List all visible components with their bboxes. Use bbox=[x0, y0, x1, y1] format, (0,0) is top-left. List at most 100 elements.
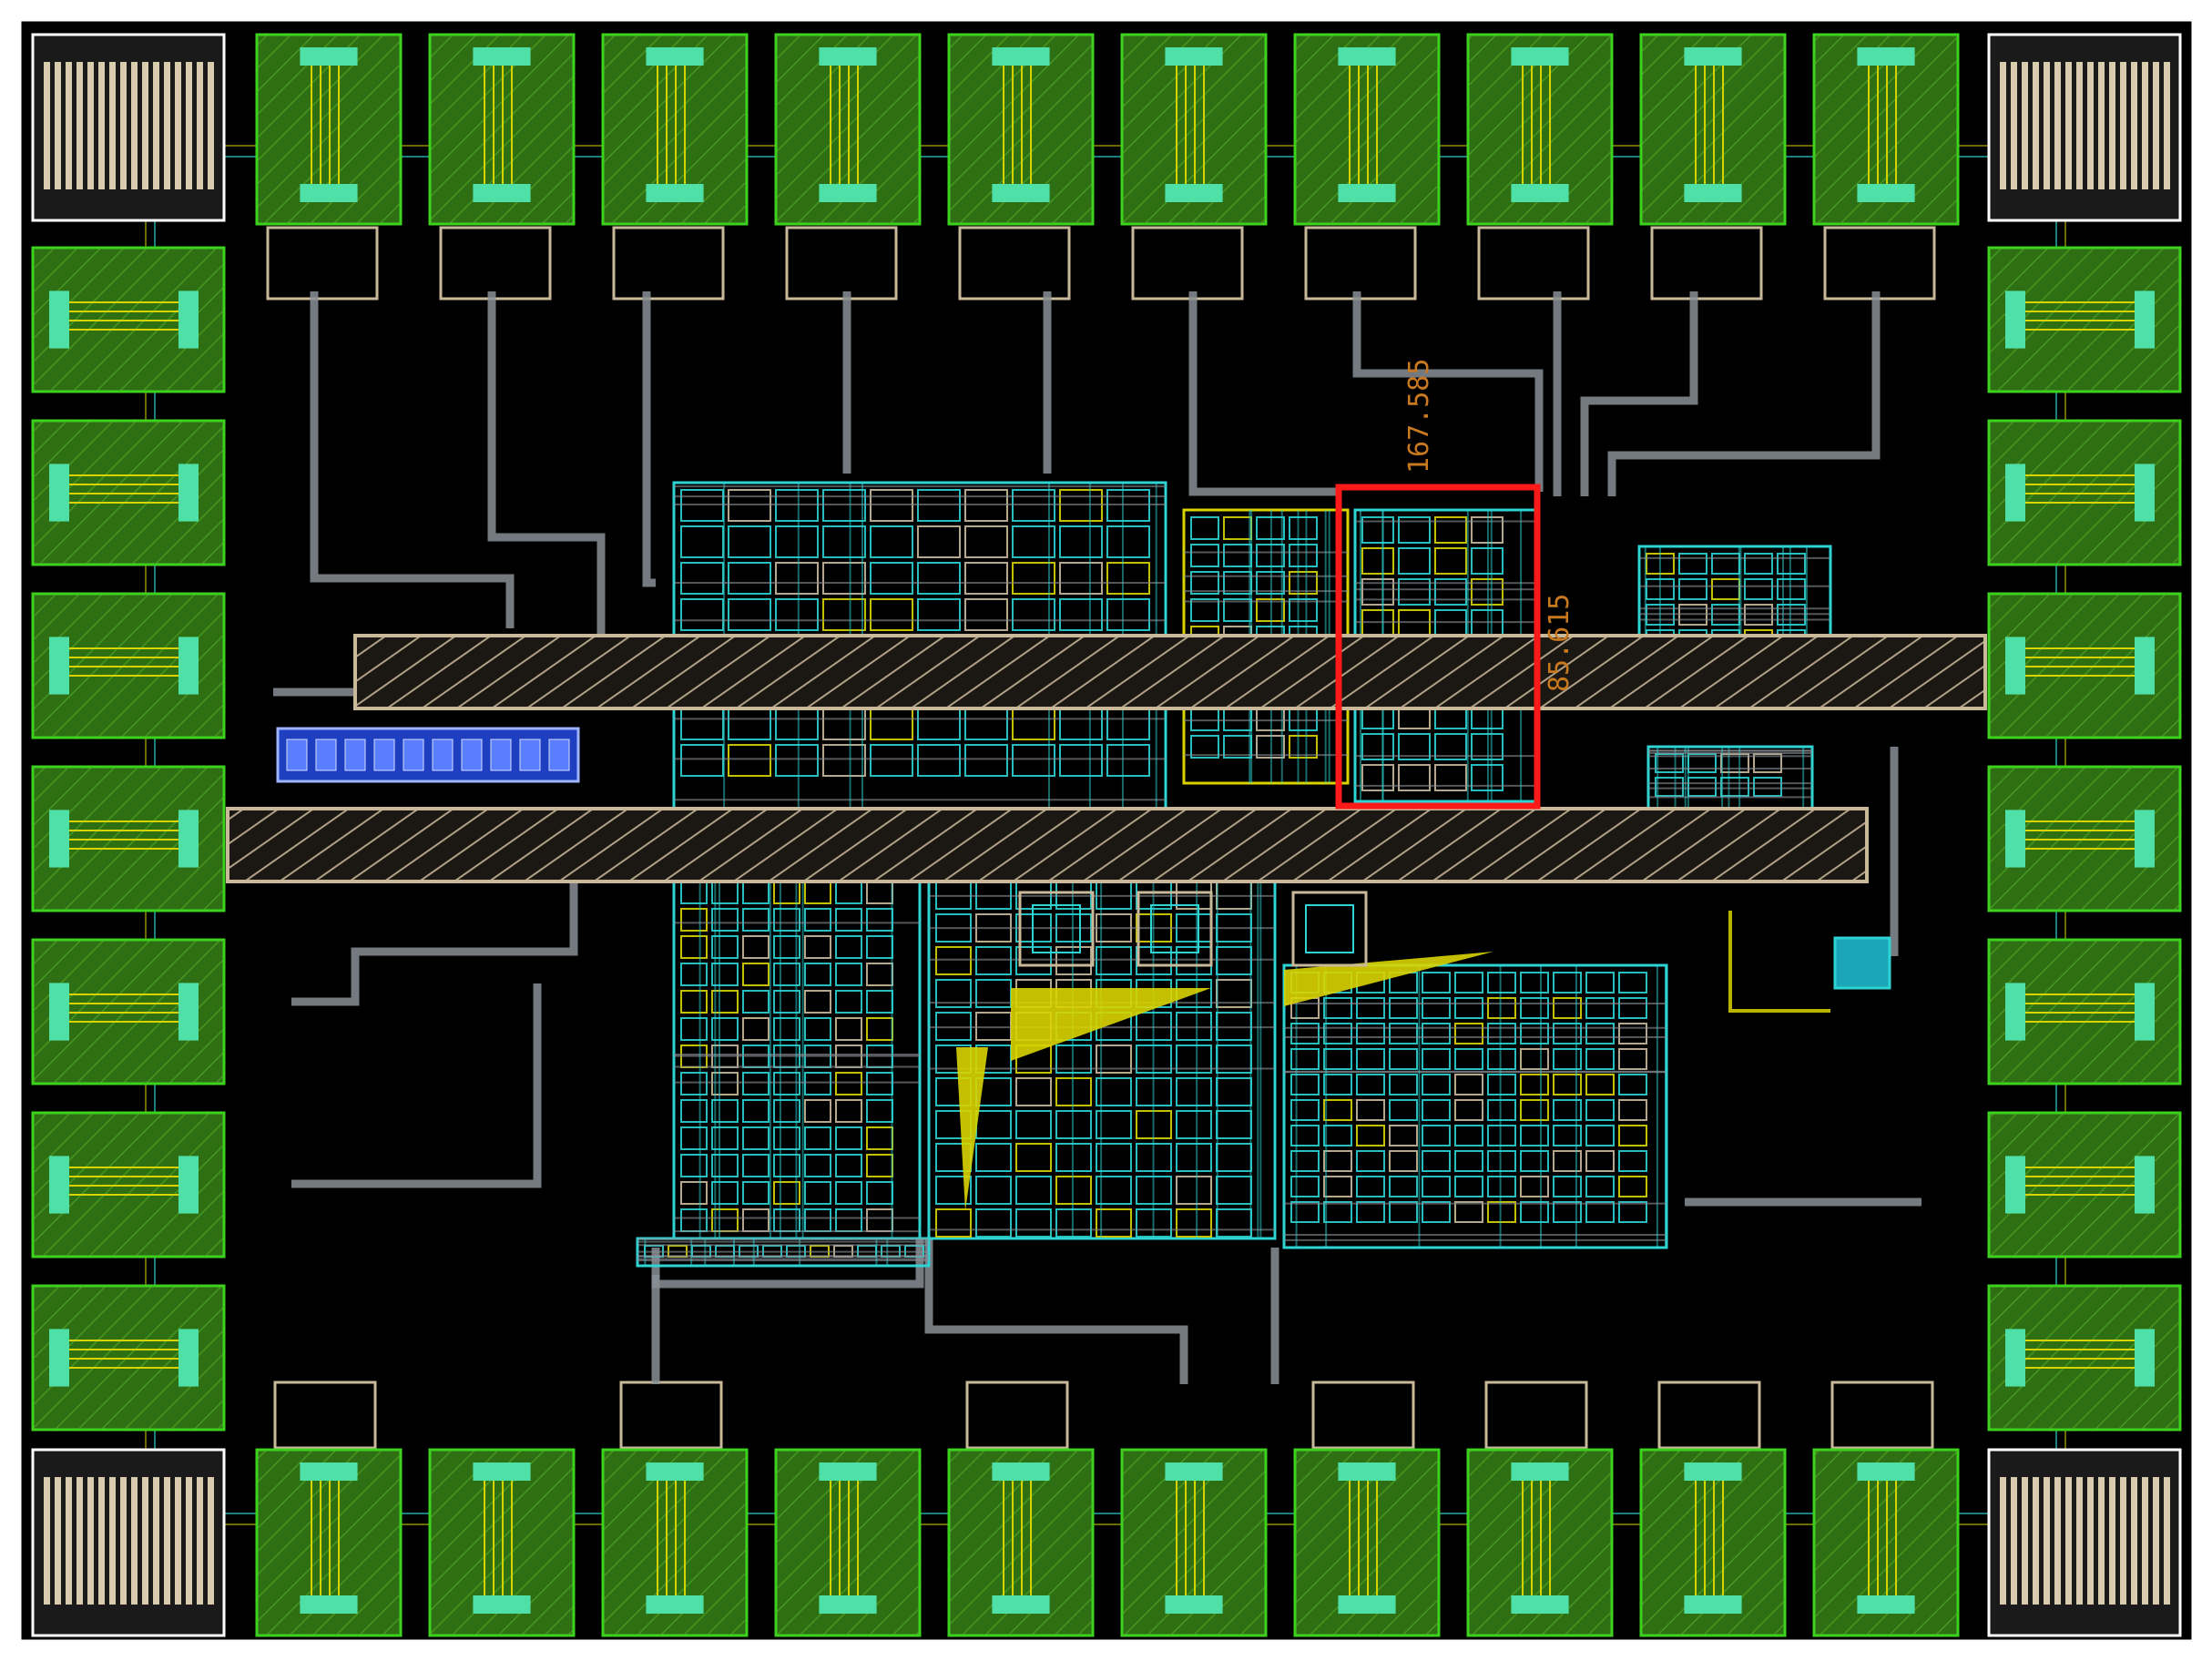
pad-contact bbox=[49, 290, 69, 349]
pad-contact bbox=[178, 290, 199, 349]
standard-cell bbox=[1289, 571, 1318, 595]
standard-cell bbox=[1055, 1176, 1092, 1205]
standard-cell bbox=[1356, 1201, 1385, 1223]
macro-cell-inner bbox=[1032, 904, 1081, 953]
routing-wires bbox=[266, 226, 1936, 1450]
bank-cell bbox=[315, 739, 337, 771]
standard-cell bbox=[1553, 1176, 1582, 1197]
standard-cell bbox=[775, 598, 819, 631]
pad-contact bbox=[473, 184, 531, 202]
standard-cell bbox=[1434, 516, 1467, 544]
standard-cell bbox=[1289, 516, 1318, 540]
standard-cell bbox=[1096, 1110, 1132, 1139]
standard-cell bbox=[1055, 1110, 1092, 1139]
standard-cell bbox=[773, 908, 800, 932]
standard-cell bbox=[1015, 1143, 1052, 1172]
io-pad bbox=[1639, 33, 1787, 226]
standard-cell bbox=[1422, 1099, 1451, 1121]
io-pad bbox=[1293, 33, 1441, 226]
standard-cell bbox=[773, 1154, 800, 1177]
routing-wire bbox=[1352, 291, 1544, 492]
pad-contact bbox=[2135, 290, 2155, 349]
standard-cell bbox=[835, 1017, 862, 1041]
standard-cell bbox=[1176, 1208, 1212, 1238]
standard-cell bbox=[680, 1072, 708, 1095]
standard-cell bbox=[711, 1017, 739, 1041]
yellow-wedge bbox=[1011, 988, 1211, 1061]
standard-cell bbox=[1454, 1176, 1483, 1197]
pad-contact bbox=[49, 1329, 69, 1387]
standard-cell bbox=[975, 1208, 1012, 1238]
standard-cell bbox=[1487, 1074, 1516, 1095]
standard-cell bbox=[1059, 489, 1103, 522]
pad-contact bbox=[1684, 1595, 1742, 1614]
logic-block bbox=[1282, 963, 1668, 1249]
standard-cell bbox=[1618, 1048, 1647, 1070]
standard-cell bbox=[680, 935, 708, 959]
pad-connector bbox=[958, 226, 1071, 301]
standard-cell bbox=[680, 525, 724, 558]
logic-block bbox=[927, 872, 1277, 1240]
io-pad bbox=[1812, 1448, 1960, 1637]
standard-cell bbox=[1585, 1074, 1615, 1095]
standard-cell bbox=[1487, 1023, 1516, 1044]
bank-cell bbox=[519, 739, 541, 771]
standard-cell bbox=[1389, 1201, 1418, 1223]
standard-cell bbox=[917, 744, 961, 777]
standard-cell bbox=[1487, 1150, 1516, 1172]
pad-contact bbox=[300, 47, 358, 66]
standard-cell bbox=[1520, 972, 1549, 994]
io-pad bbox=[31, 246, 226, 393]
standard-cell bbox=[728, 598, 771, 631]
standard-cell bbox=[1618, 1201, 1647, 1223]
pad-contact bbox=[178, 983, 199, 1041]
standard-cell bbox=[804, 1099, 831, 1123]
standard-cell bbox=[680, 1154, 708, 1177]
standard-cell bbox=[1106, 562, 1150, 595]
standard-cell bbox=[1398, 547, 1431, 575]
power-rail bbox=[226, 807, 1869, 883]
pad-contact bbox=[2135, 464, 2155, 522]
routing-wire bbox=[291, 874, 578, 1006]
pad-contact bbox=[646, 1462, 704, 1481]
corner-stripes bbox=[42, 1477, 215, 1605]
pad-contact bbox=[2005, 810, 2025, 868]
standard-cell bbox=[1454, 972, 1483, 994]
standard-cell bbox=[680, 990, 708, 1014]
bank-cell bbox=[461, 739, 483, 771]
standard-cell bbox=[1520, 1023, 1549, 1044]
standard-cell bbox=[1096, 1077, 1132, 1106]
standard-cell bbox=[711, 908, 739, 932]
bank-cell bbox=[373, 739, 395, 771]
standard-cell bbox=[1323, 1074, 1352, 1095]
standard-cell bbox=[804, 1072, 831, 1095]
standard-cell bbox=[773, 1099, 800, 1123]
dimension-width-label: 167.585 bbox=[1403, 359, 1435, 474]
standard-cell bbox=[870, 562, 913, 595]
standard-cell bbox=[1356, 1099, 1385, 1121]
standard-cell bbox=[1361, 578, 1394, 606]
standard-cell bbox=[1389, 1176, 1418, 1197]
standard-cell bbox=[711, 1181, 739, 1205]
standard-cell bbox=[1389, 997, 1418, 1019]
pad-contact bbox=[300, 184, 358, 202]
standard-cell bbox=[1389, 1074, 1418, 1095]
pad-contact bbox=[2005, 1156, 2025, 1214]
standard-cell bbox=[1356, 1150, 1385, 1172]
io-pad bbox=[1987, 592, 2182, 739]
dimension-height-label: 85.615 bbox=[1544, 594, 1575, 692]
standard-cell bbox=[1356, 1074, 1385, 1095]
standard-cell bbox=[1422, 1201, 1451, 1223]
pad-connector bbox=[266, 226, 379, 301]
pad-contact bbox=[819, 184, 877, 202]
standard-cell bbox=[1487, 1201, 1516, 1223]
standard-cell bbox=[1323, 1125, 1352, 1146]
standard-cell bbox=[1356, 997, 1385, 1019]
io-pad bbox=[1120, 33, 1268, 226]
standard-cell bbox=[1618, 1023, 1647, 1044]
standard-cell bbox=[822, 744, 866, 777]
pad-contact bbox=[646, 47, 704, 66]
standard-cell bbox=[1059, 598, 1103, 631]
standard-cell bbox=[1012, 562, 1055, 595]
pad-contact bbox=[1684, 1462, 1742, 1481]
